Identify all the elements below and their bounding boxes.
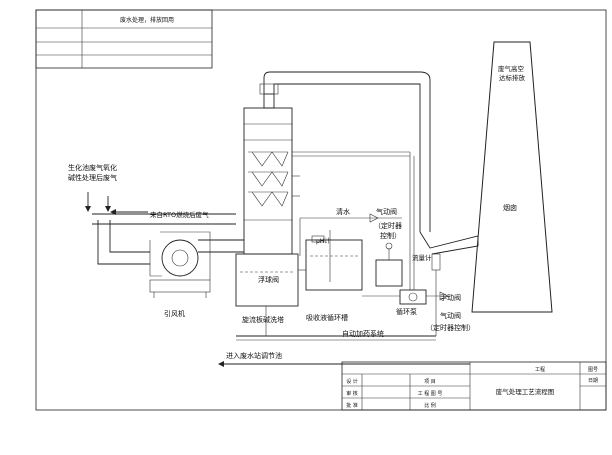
dosing-tank [375,242,403,287]
chimney-label: 烟囱 [503,203,517,212]
drawing-title: 废气处理工艺流程图 [496,387,555,396]
drawing-border [35,9,607,411]
header-table: 废水处理，排放回用 [35,9,213,69]
high-discharge-line2: 达标排放 [499,73,526,82]
source-gas-label: 生化池废气氧化 碱性处理后废气 [68,163,119,182]
scrubber-label: 旋流板碱洗塔 [242,315,284,324]
ph-meter-label: pH计 [316,237,330,245]
right-label-number: 图号 [588,367,598,373]
row-label-approve: 批 准 [346,402,358,409]
title-block: 设 计 审 核 批 准 项 目 工 程 图 号 比 例 废气处理工艺流程图 工程… [341,361,607,411]
absorption-tank [298,230,363,291]
drain-lines [218,306,470,367]
tap-water-line [299,213,402,256]
pneumatic-valve-bottom-label: 气动阀 [440,311,461,320]
tap-water-label: 清水 [336,207,350,216]
fan-label: 引风机 [164,309,185,318]
chimney: 烟囱 废气高空 达标排放 [471,41,553,313]
high-discharge-label: 废气高空 达标排放 [498,64,526,82]
cell-project: 项 目 [424,379,436,385]
flowmeter-line [426,253,450,336]
row-label-design: 设 计 [346,378,358,385]
cell-drawing-no: 工 程 图 号 [418,390,443,397]
top-duct [259,71,479,255]
timer-control-top-label: （定时器 控制） [374,221,404,240]
source-gas-line1: 生化池废气氧化 [68,163,117,172]
circulation-pump [362,289,427,305]
source-gas-line2: 碱性处理后废气 [68,173,117,182]
float-valve-label: 浮球阀 [258,275,279,284]
fan-assembly [85,192,244,298]
flowmeter-label: 流量计 [412,253,432,262]
absorb-tank-label: 吸收液循环槽 [306,313,348,322]
high-discharge-line1: 废气高空 [498,64,525,73]
scrubber-tower [235,107,299,307]
scale-note: 工程 [535,366,545,373]
cell-scale: 比 例 [424,402,436,409]
to-wwtp-label: 进入废水站调节池 [226,351,282,360]
rto-gas-label: 来自RTO燃烧后废气 [150,210,209,219]
auto-dosing-label: 自动加药系统 [342,329,384,338]
timer-control-top-line1: （定时器 [374,221,402,230]
timer-control-bottom-label: （定时器控制） [426,323,475,332]
circ-pump-label: 循环泵 [396,307,417,316]
row-label-review: 审 核 [346,390,358,397]
spray-headers [292,151,415,290]
right-label-date: 日期 [588,378,598,384]
pneumatic-valve-top-label: 气动阀 [376,207,397,216]
manual-valve-label: 手动阀 [440,293,461,302]
header-note: 废水处理，排放回用 [120,16,174,24]
timer-control-top-line2: 控制） [380,231,401,240]
